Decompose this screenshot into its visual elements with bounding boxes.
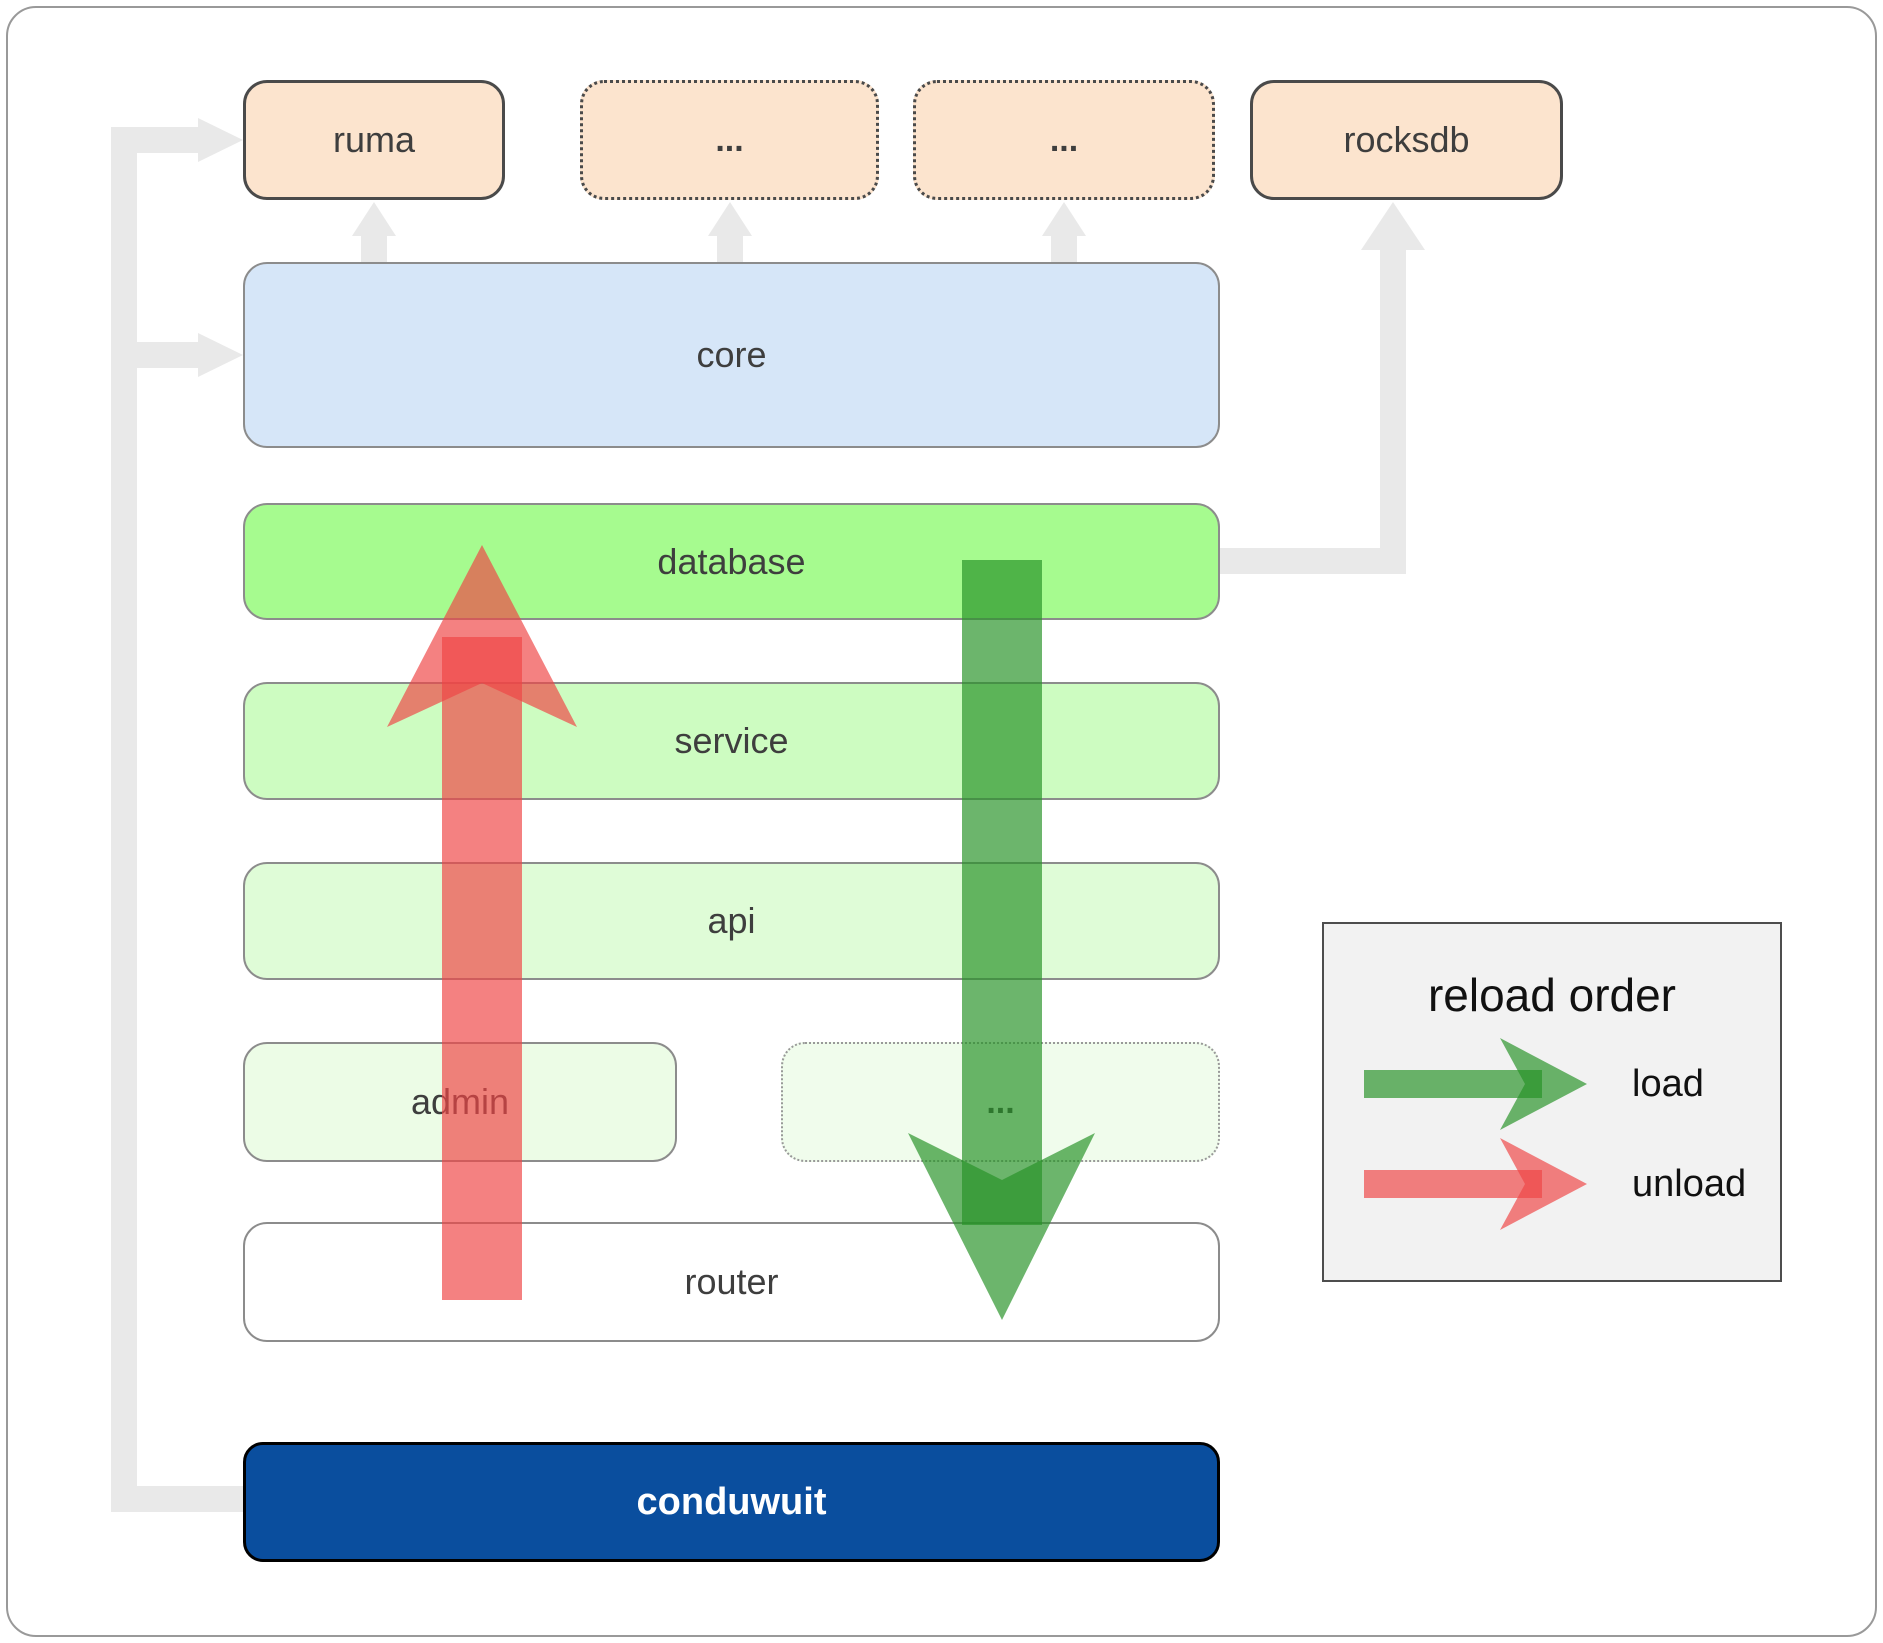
box-router: router: [243, 1222, 1220, 1342]
box-dots-top-right-label: ...: [1049, 120, 1079, 159]
box-core: core: [243, 262, 1220, 448]
legend-load-label: load: [1632, 1062, 1704, 1105]
box-rocksdb-label: rocksdb: [1343, 119, 1470, 160]
box-database-label: database: [657, 540, 806, 582]
box-router-label: router: [684, 1261, 779, 1302]
legend-load-arrow-head: [1500, 1038, 1587, 1130]
legend-title: reload order: [1427, 969, 1677, 1021]
box-service-label: service: [674, 720, 789, 761]
page-border: [6, 6, 1877, 1637]
box-admin-label: admin: [410, 1081, 510, 1122]
legend-load-arrow-body: [1364, 1070, 1542, 1098]
box-api-label: api: [707, 900, 756, 941]
box-ruma-label: ruma: [332, 119, 416, 160]
legend-reload-order: reload order load unload: [1322, 922, 1782, 1282]
box-dots-top-left-label: ...: [715, 120, 744, 159]
legend-unload-arrow-body: [1364, 1170, 1542, 1198]
legend-unload-arrow-head: [1500, 1138, 1587, 1230]
box-service: service: [243, 682, 1220, 800]
box-database: database: [243, 503, 1220, 620]
box-admin-dots: ...: [781, 1042, 1220, 1162]
legend-unload-label: unload: [1632, 1162, 1747, 1205]
box-dots-top-left: ...: [580, 80, 879, 200]
legend-arrows: [1364, 1038, 1587, 1230]
box-conduwuit-label: conduwuit: [636, 1480, 827, 1523]
box-admin: admin: [243, 1042, 677, 1162]
box-dots-top-right: ...: [913, 80, 1215, 200]
box-core-label: core: [696, 334, 767, 375]
box-ruma: ruma: [243, 80, 505, 200]
box-admin-dots-label: ...: [986, 1082, 1015, 1121]
box-rocksdb: rocksdb: [1250, 80, 1563, 200]
box-conduwuit: conduwuit: [243, 1442, 1220, 1562]
box-api: api: [243, 862, 1220, 980]
